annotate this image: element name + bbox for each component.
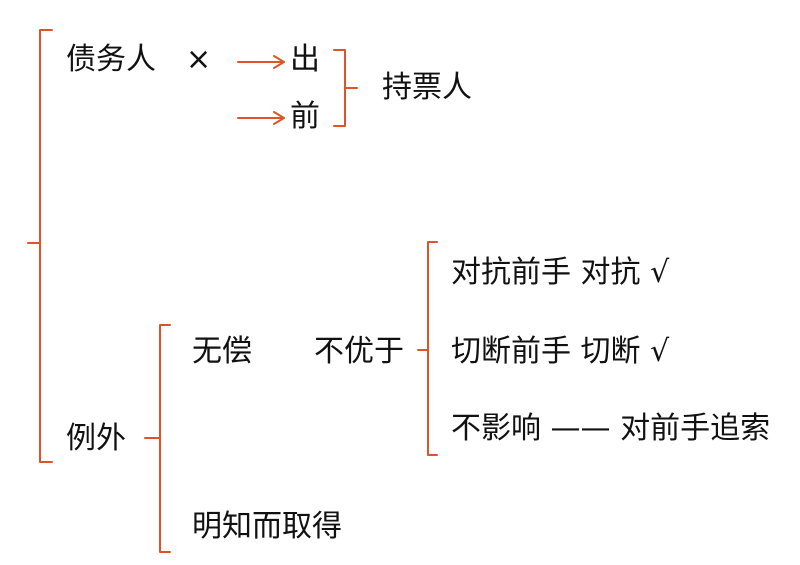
debtor-label: 债务人 <box>66 42 156 77</box>
arrow-to-prior <box>237 111 285 125</box>
holder-label: 持票人 <box>382 70 472 105</box>
knowingly-acquired-label: 明知而取得 <box>192 509 342 544</box>
item-resist-prior: 对抗前手 对抗 √ <box>451 255 670 290</box>
cross-mark-icon: × <box>186 42 212 77</box>
item-cut-prior: 切断前手 切断 √ <box>451 334 670 369</box>
item-recourse-prior: 不影响 —— 对前手追索 <box>451 411 771 446</box>
exception-bracket <box>144 324 171 553</box>
drawer-label: 出 <box>290 42 320 77</box>
arrow-to-drawer <box>237 55 285 69</box>
main-bracket <box>27 29 53 463</box>
not-superior-label: 不优于 <box>314 334 404 369</box>
gratuitous-label: 无偿 <box>192 334 252 369</box>
items-bracket <box>417 241 438 456</box>
holder-bracket <box>333 49 358 127</box>
prior-holder-label: 前 <box>290 99 320 134</box>
exception-label: 例外 <box>66 421 126 456</box>
